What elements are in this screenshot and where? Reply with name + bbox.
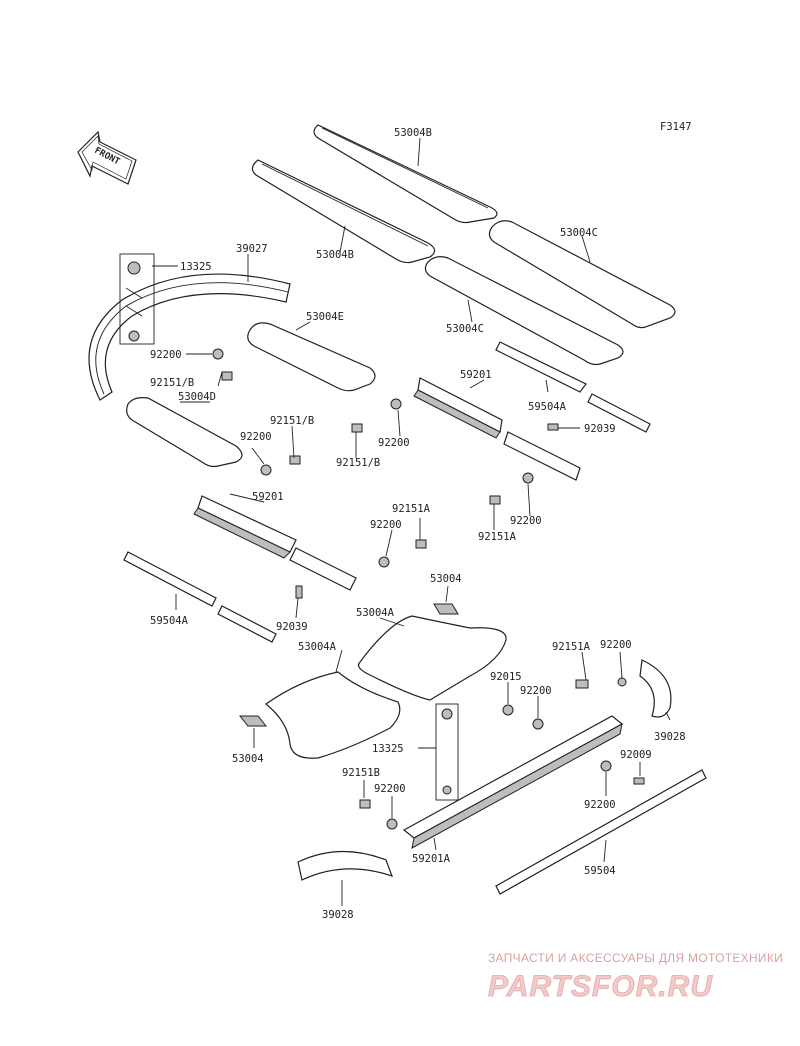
front-arrow-icon: FRONT [77, 130, 137, 185]
label-53004B[interactable]: 53004B [316, 249, 354, 261]
label-39027[interactable]: 39027 [236, 243, 268, 255]
part-53004A-mat-left[interactable] [265, 671, 401, 759]
part-53004C-lower[interactable] [424, 256, 624, 366]
part-59504A-lower-strip[interactable] [123, 551, 277, 643]
part-53004A-mat-right[interactable] [357, 615, 507, 701]
part-53004B-upper[interactable] [313, 124, 498, 224]
label-92151B[interactable]: 92151B [342, 767, 380, 779]
hardware-fasteners [212, 348, 645, 830]
label-92200[interactable]: 92200 [584, 799, 616, 811]
label-92151A[interactable]: 92151A [478, 531, 517, 543]
part-59201A-long-rail[interactable] [402, 715, 624, 849]
part-13325-bracket-lower[interactable] [435, 703, 459, 801]
part-39028-right[interactable] [639, 659, 672, 718]
label-92015[interactable]: 92015 [490, 671, 522, 683]
figure-code: F3147 [660, 121, 692, 133]
label-92200[interactable]: 92200 [370, 519, 402, 531]
label-92151-B[interactable]: 92151/B [270, 415, 314, 427]
label-59504[interactable]: 59504 [584, 865, 616, 877]
leader-lines [152, 137, 671, 906]
label-92200[interactable]: 92200 [520, 685, 552, 697]
label-13325[interactable]: 13325 [180, 261, 212, 273]
label-53004C[interactable]: 53004C [560, 227, 598, 239]
part-53004-small-upper[interactable] [433, 603, 459, 615]
part-39028-bottom[interactable] [297, 850, 394, 881]
part-53004D-pad[interactable] [126, 397, 243, 468]
watermark: ЗАПЧАСТИ И АКСЕССУАРЫ ДЛЯ МОТОТЕХНИКИ PA… [488, 951, 783, 1003]
label-92039[interactable]: 92039 [584, 423, 616, 435]
label-92151-B[interactable]: 92151/B [150, 377, 194, 389]
label-92200[interactable]: 92200 [510, 515, 542, 527]
label-39028[interactable]: 39028 [322, 909, 354, 921]
label-92151A[interactable]: 92151A [552, 641, 591, 653]
label-39028[interactable]: 39028 [654, 731, 686, 743]
part-59201-upper-rail[interactable] [413, 377, 581, 481]
label-53004A[interactable]: 53004A [356, 607, 395, 619]
label-53004[interactable]: 53004 [430, 573, 462, 585]
part-13325-bracket-upper[interactable] [119, 253, 155, 345]
label-53004C[interactable]: 53004C [446, 323, 484, 335]
label-53004E[interactable]: 53004E [306, 311, 344, 323]
part-53004B-lower[interactable] [251, 159, 436, 264]
watermark-brand: PARTSFOR.RU [488, 970, 713, 1003]
label-13325[interactable]: 13325 [372, 743, 404, 755]
part-53004C-upper[interactable] [488, 220, 676, 329]
label-53004D[interactable]: 53004D [178, 391, 216, 403]
label-92200[interactable]: 92200 [378, 437, 410, 449]
watermark-tagline: ЗАПЧАСТИ И АКСЕССУАРЫ ДЛЯ МОТОТЕХНИКИ [488, 951, 783, 965]
label-92200[interactable]: 92200 [374, 783, 406, 795]
label-92039[interactable]: 92039 [276, 621, 308, 633]
part-39027-bumper[interactable] [88, 273, 291, 401]
part-53004E-pad[interactable] [247, 322, 376, 392]
part-59504A-upper-strip[interactable] [495, 341, 651, 433]
part-labels: 53004B 53004B 53004C 53004C 13325 39027 … [150, 127, 686, 921]
label-59504A[interactable]: 59504A [150, 615, 189, 627]
label-59201A[interactable]: 59201A [412, 853, 451, 865]
label-53004B[interactable]: 53004B [394, 127, 432, 139]
label-92151-B[interactable]: 92151/B [336, 457, 380, 469]
part-59504-long-strip[interactable] [495, 769, 707, 895]
label-53004[interactable]: 53004 [232, 753, 264, 765]
label-59504A[interactable]: 59504A [528, 401, 567, 413]
part-53004-small-lower[interactable] [238, 715, 268, 727]
label-59201[interactable]: 59201 [460, 369, 492, 381]
label-92200[interactable]: 92200 [240, 431, 272, 443]
part-59201-mid-rail[interactable] [193, 495, 357, 591]
label-92200[interactable]: 92200 [600, 639, 632, 651]
label-92009[interactable]: 92009 [620, 749, 652, 761]
label-53004A[interactable]: 53004A [298, 641, 337, 653]
label-59201[interactable]: 59201 [252, 491, 284, 503]
label-92200[interactable]: 92200 [150, 349, 182, 361]
label-92151A[interactable]: 92151A [392, 503, 431, 515]
